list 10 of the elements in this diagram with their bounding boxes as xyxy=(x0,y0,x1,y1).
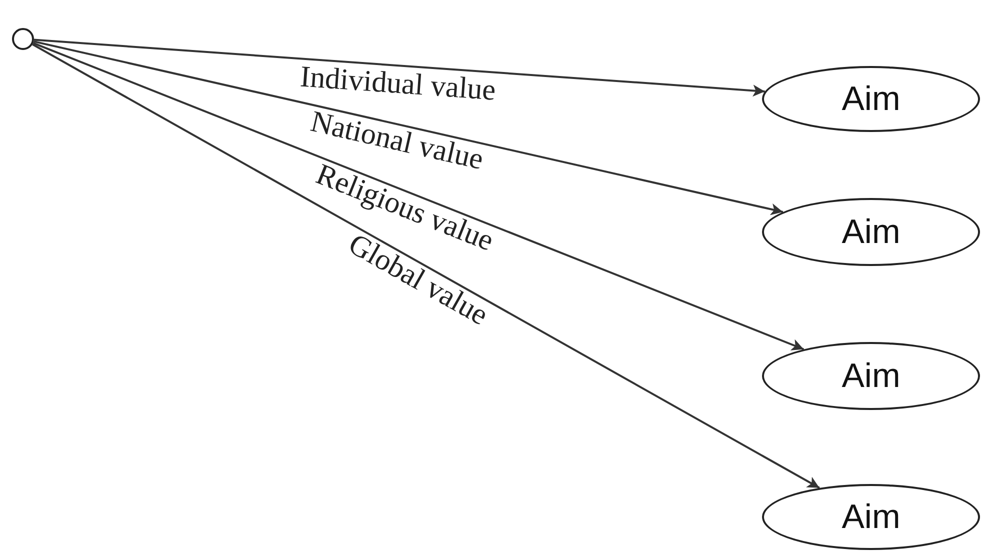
arrow xyxy=(32,42,804,350)
aim-ellipse: Aim xyxy=(762,66,980,132)
edge-label: Individual value xyxy=(299,62,497,106)
start-circle xyxy=(12,28,34,50)
arrow xyxy=(32,44,820,489)
aim-ellipse: Aim xyxy=(762,198,980,266)
arrow xyxy=(34,38,765,97)
aim-ellipse: Aim xyxy=(762,342,980,410)
aim-ellipse: Aim xyxy=(762,484,980,550)
arrow xyxy=(34,40,784,216)
